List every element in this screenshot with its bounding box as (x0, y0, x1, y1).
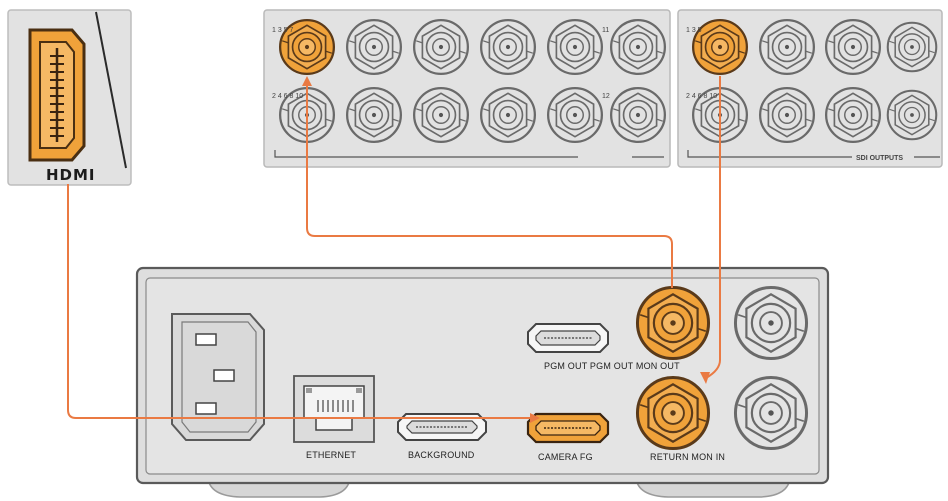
ethernet-port-icon[interactable] (293, 375, 375, 443)
pgm-out-label: PGM OUT PGM OUT MON OUT (544, 361, 680, 371)
pgm-sdi-cable (306, 78, 673, 288)
arrow-head-icon (302, 76, 312, 86)
port-numbers-bottom: 2 4 6 8 10 (686, 93, 717, 100)
switcher-sdi-panel-right: 1 3 5 2 4 6 8 10 SDI OUTPUTS (677, 9, 943, 168)
hdmi-logo-text: HDMI (46, 166, 96, 184)
return-sdi-cable (705, 76, 721, 379)
hdmi-source-card: HDMI (7, 9, 132, 186)
port-numbers-bottom: 2 4 6 8 10 (272, 93, 303, 100)
hdmi-port-icon[interactable] (527, 323, 609, 353)
background-label: BACKGROUND (408, 450, 475, 460)
hdmi-port-icon[interactable] (526, 412, 610, 444)
bnc-connector-icon[interactable] (635, 375, 711, 451)
group-bracket (274, 150, 578, 158)
hdmi-port-icon (28, 28, 86, 162)
switcher-sdi-panel-left: 1 3 5 7 11 2 4 6 8 10 12 (263, 9, 671, 168)
converter-device: ETHERNET BACKGROUND PGM OUT PGM OUT MON … (135, 266, 830, 485)
cables (67, 76, 721, 423)
sdi-outputs-label: SDI OUTPUTS (856, 155, 903, 162)
hdmi-port-icon[interactable] (397, 413, 487, 441)
group-bracket (687, 150, 852, 158)
hdmi-cable (67, 184, 530, 419)
port-numbers-top: 1 3 5 (686, 27, 702, 34)
port-numbers-top: 1 3 5 7 (272, 27, 294, 34)
arrow-head-icon (530, 413, 540, 423)
port-number-top-right: 11 (602, 27, 609, 34)
arrow-head-icon (700, 372, 710, 384)
camera-fg-label: CAMERA FG (538, 452, 593, 462)
return-mon-in-label: RETURN MON IN (650, 452, 725, 462)
iec-power-socket-icon[interactable] (171, 313, 265, 441)
ethernet-label: ETHERNET (306, 450, 356, 460)
port-number-bottom-right: 12 (602, 93, 610, 100)
bnc-connector-icon[interactable] (635, 285, 711, 361)
